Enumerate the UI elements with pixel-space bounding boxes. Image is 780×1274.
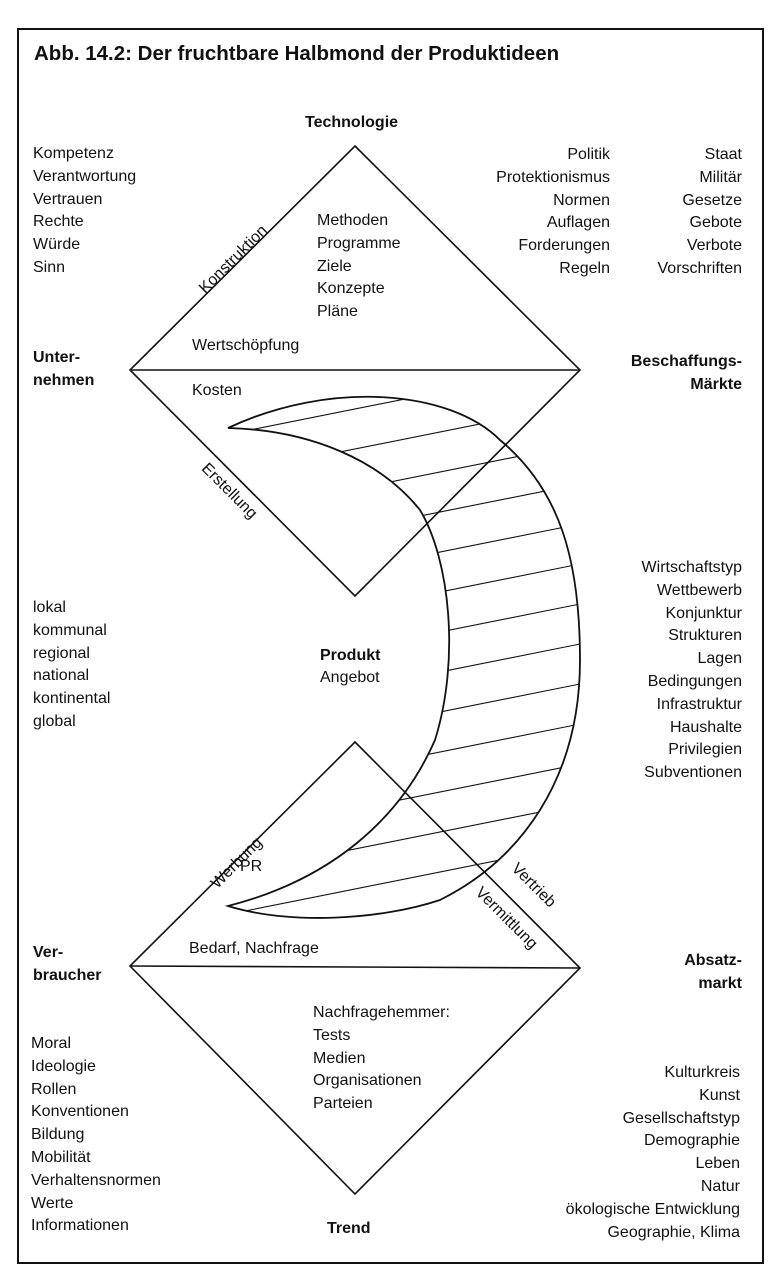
- list-item: Privilegien: [668, 741, 742, 759]
- list-item: Sinn: [33, 258, 66, 276]
- list-bottom-left: Moral Ideologie Rollen Konventionen Bild…: [31, 1033, 161, 1238]
- list-item: Gesetze: [682, 191, 742, 209]
- list-item: Haushalte: [669, 718, 742, 736]
- list-item: Verhaltensnormen: [31, 1171, 161, 1189]
- lower-diamond-axis: [129, 965, 581, 969]
- list-item: Mobilität: [31, 1148, 91, 1166]
- list-top-right-a: Politik Protektionismus Normen Auflagen …: [496, 144, 610, 281]
- list-item: Bedingungen: [647, 672, 742, 690]
- list-top-left: Kompetenz Verantwortung Vertrauen Rechte…: [33, 143, 136, 280]
- label-kosten: Kosten: [192, 382, 242, 399]
- list-item: Subventionen: [644, 764, 742, 782]
- list-bottom-right: Kulturkreis Kunst Gesellschaftstyp Demog…: [566, 1062, 740, 1244]
- list-item: Konventionen: [31, 1103, 129, 1121]
- list-item: Protektionismus: [496, 168, 610, 186]
- list-item: Militär: [699, 168, 742, 186]
- list-item: Moral: [31, 1035, 72, 1052]
- list-middle-right: Wirtschaftstyp Wettbewerb Konjunktur Str…: [642, 557, 742, 785]
- list-item: Kompetenz: [33, 145, 114, 162]
- list-item: Normen: [553, 191, 610, 209]
- list-item: Parteien: [313, 1095, 373, 1113]
- list-item: Ideologie: [31, 1057, 96, 1075]
- list-item: Würde: [33, 236, 81, 254]
- list-item: Wirtschaftstyp: [641, 559, 742, 576]
- list-item: Natur: [700, 1177, 740, 1195]
- list-item: Informationen: [31, 1217, 129, 1235]
- list-item: ökologische Entwicklung: [565, 1200, 740, 1218]
- list-bottom-diamond: Nachfragehemmer: Tests Medien Organisati…: [313, 1002, 450, 1116]
- list-item: Gesellschaftstyp: [622, 1109, 740, 1127]
- list-item: Lagen: [697, 650, 743, 668]
- list-item: Organisationen: [313, 1072, 422, 1090]
- list-item: Forderungen: [518, 237, 610, 255]
- list-item: Wettbewerb: [656, 581, 742, 599]
- list-item: Methoden: [317, 212, 389, 229]
- list-item: regional: [33, 644, 90, 662]
- center-angebot: Angebot: [320, 669, 380, 686]
- list-item: Rechte: [33, 213, 84, 231]
- list-item: Konzepte: [317, 280, 385, 298]
- label-pr: PR: [240, 858, 263, 875]
- list-item: Staat: [704, 146, 742, 163]
- crescent-outline: [224, 395, 581, 919]
- list-item: national: [33, 667, 90, 685]
- list-item: Strukturen: [668, 627, 742, 645]
- list-item: Vertrauen: [33, 190, 103, 208]
- list-item: Leben: [695, 1155, 741, 1173]
- list-item: Kunst: [699, 1086, 740, 1104]
- list-item: Vorschriften: [657, 259, 742, 277]
- list-item: global: [33, 712, 76, 730]
- list-item: Regeln: [559, 259, 610, 277]
- label-beschaffungsmaerkte: Beschaffungs- Märkte: [630, 353, 742, 393]
- figure-frame: [17, 28, 764, 1264]
- lower-diamond: [128, 740, 582, 1196]
- list-item: kommunal: [33, 621, 107, 639]
- list-item: Auflagen: [546, 214, 610, 232]
- list-item: Nachfragehemmer:: [313, 1004, 450, 1021]
- list-item: Infrastruktur: [656, 695, 742, 713]
- list-item: Demographie: [643, 1132, 740, 1150]
- label-verbraucher: Ver- braucher: [33, 944, 102, 984]
- list-item: Konjunktur: [665, 604, 743, 622]
- list-top-diamond: Methoden Programme Ziele Konzepte Pläne: [317, 210, 401, 324]
- upper-diamond: [128, 144, 582, 598]
- list-middle-left: lokal kommunal regional national kontine…: [33, 597, 110, 734]
- list-item: Werte: [31, 1194, 74, 1212]
- list-item: Pläne: [317, 303, 358, 321]
- list-item: Programme: [317, 234, 401, 252]
- center-produkt: Produkt: [320, 647, 381, 664]
- list-item: Tests: [313, 1026, 351, 1044]
- label-bedarf-nachfrage: Bedarf, Nachfrage: [189, 940, 319, 957]
- list-item: Verbote: [686, 237, 742, 255]
- label-absatzmarkt: Absatz- markt: [684, 952, 742, 992]
- list-top-right-b: Staat Militär Gesetze Gebote Verbote Vor…: [658, 144, 742, 281]
- list-item: Bildung: [31, 1126, 85, 1144]
- list-item: Medien: [313, 1049, 366, 1067]
- list-item: Geographie, Klima: [607, 1223, 740, 1241]
- list-item: Gebote: [689, 214, 742, 232]
- figure-title: Abb. 14.2: Der fruchtbare Halbmond der P…: [34, 42, 560, 65]
- list-item: Verantwortung: [33, 167, 137, 185]
- list-item: Kulturkreis: [664, 1064, 740, 1081]
- list-item: Politik: [567, 146, 610, 163]
- list-item: kontinental: [33, 690, 111, 708]
- list-item: lokal: [33, 599, 66, 616]
- label-technologie: Technologie: [305, 114, 399, 131]
- label-unternehmen: Unter- nehmen: [33, 349, 95, 389]
- list-item: Ziele: [317, 257, 352, 275]
- label-wertschoepfung: Wertschöpfung: [192, 337, 300, 354]
- label-trend: Trend: [327, 1220, 371, 1237]
- list-item: Rollen: [31, 1080, 77, 1098]
